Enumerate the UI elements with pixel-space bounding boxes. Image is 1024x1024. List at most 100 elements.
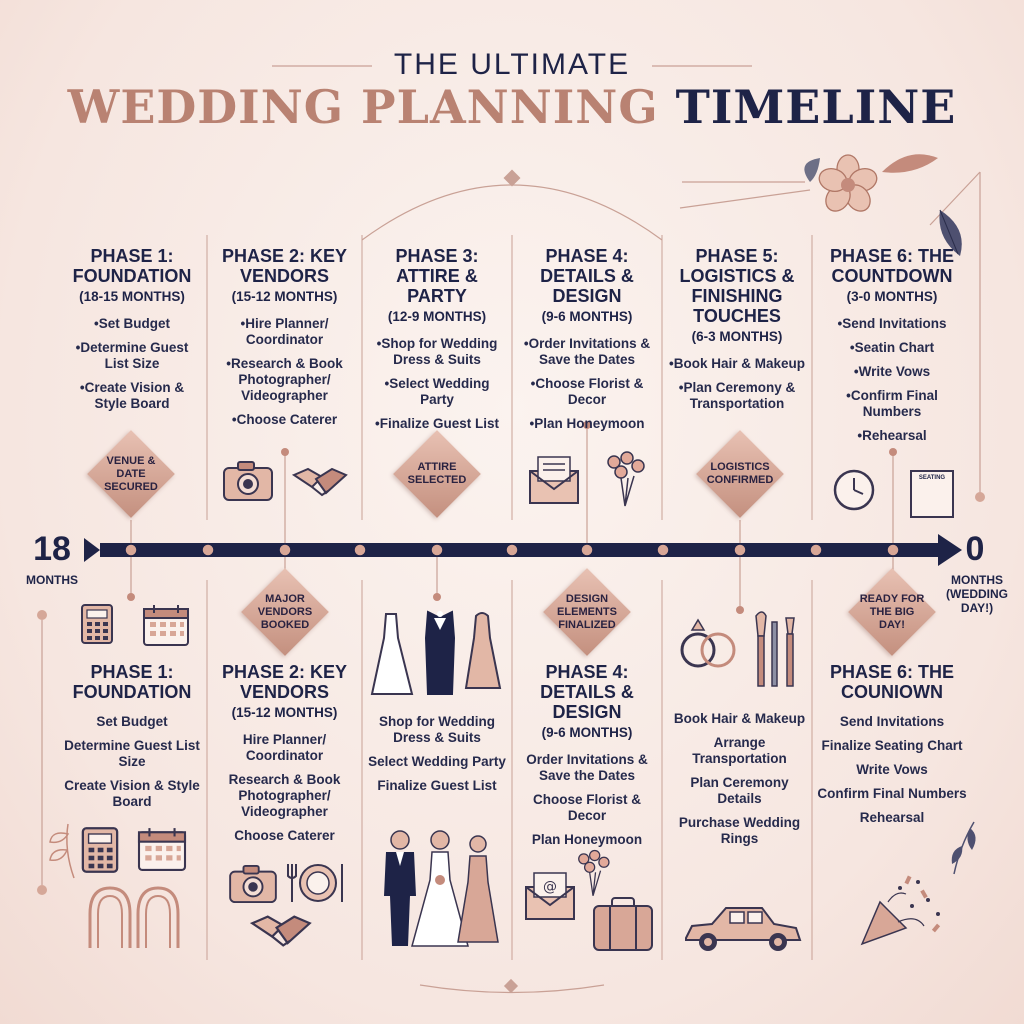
task-list: Send Invitations Finalize Seating Chart … xyxy=(817,714,967,826)
phase-title: PHASE 3: ATTIRE & PARTY xyxy=(395,246,479,306)
handshake-icon xyxy=(250,915,312,947)
list-item: Arrange Transportation xyxy=(692,735,787,766)
title-main-part2: TIMELINE xyxy=(675,80,957,134)
list-item: Send Invitations xyxy=(839,714,945,729)
list-item: Select Wedding Party xyxy=(368,754,506,769)
makeup-brushes-icon xyxy=(755,611,795,687)
milestone-badge: READY FOR THE BIG DAY! xyxy=(846,566,938,658)
bottom-phase-6: PHASE 6: THE COUNIOWN Send Invitations F… xyxy=(817,662,967,834)
top-phase-6: PHASE 6: THE COUNTDOWN (3-0 MONTHS) Send… xyxy=(817,246,967,452)
list-item: Confirm Final Numbers xyxy=(817,786,967,801)
top-phase-2: PHASE 2: KEY VENDORS (15-12 MONTHS) Hire… xyxy=(212,246,357,436)
list-item: Choose Florist & Decor xyxy=(532,792,641,823)
phase-months: (3-0 MONTHS) xyxy=(846,289,938,304)
phase-title: PHASE 4: DETAILS & DESIGN xyxy=(540,662,634,722)
task-list: Book Hair & Makeup Arrange Transportatio… xyxy=(667,711,812,847)
task-list: Order Invitations & Save the Dates Choos… xyxy=(517,336,657,432)
venue-arches-icon xyxy=(88,886,180,948)
wedding-attire-icon xyxy=(370,610,502,695)
list-item: Plan Honeymoon xyxy=(531,832,643,847)
list-item: Research & Book Photographer/ Videograph… xyxy=(228,772,341,819)
seating-chart-icon: SEATING xyxy=(910,470,954,518)
camera-icon xyxy=(229,864,277,904)
top-phase-4: PHASE 4: DETAILS & DESIGN (9-6 MONTHS) O… xyxy=(517,246,657,440)
task-list: Order Invitations & Save the Dates Choos… xyxy=(517,752,657,848)
suitcase-icon xyxy=(593,897,653,951)
list-item: Plan Ceremony Details xyxy=(690,775,789,806)
seating-chart-label: SEATING xyxy=(918,475,946,481)
vintage-car-icon xyxy=(685,907,802,951)
leaf-branch-icon xyxy=(49,823,75,879)
phase-months: (9-6 MONTHS) xyxy=(541,309,633,324)
list-item: Write Vows xyxy=(856,762,928,777)
bottom-phase-4: PHASE 4: DETAILS & DESIGN (9-6 MONTHS) O… xyxy=(517,662,657,856)
task-list: Shop for Wedding Dress & Suits Select We… xyxy=(367,714,507,794)
phase-title: PHASE 6: THE COUNIOWN xyxy=(829,662,955,702)
top-phase-3: PHASE 3: ATTIRE & PARTY (12-9 MONTHS) Sh… xyxy=(367,246,507,440)
phase-months: (6-3 MONTHS) xyxy=(691,329,783,344)
phase-months: (15-12 MONTHS) xyxy=(231,289,338,304)
list-item: Research & Book Photographer/ Videograph… xyxy=(212,356,357,404)
milestone-badge: VENUE & DATE SECURED xyxy=(85,428,177,520)
page-title: WEDDING PLANNING TIMELINE xyxy=(0,80,1024,134)
list-item: Set Budget xyxy=(62,316,202,332)
timeline-axis xyxy=(84,534,962,566)
flower-icon xyxy=(804,154,962,256)
list-item: Finalize Seating Chart xyxy=(821,738,963,753)
title-main-part1: WEDDING PLANNING xyxy=(67,80,659,134)
rings-icon xyxy=(680,618,736,668)
task-list: Hire Planner/ Coordinator Research & Boo… xyxy=(212,316,357,428)
task-list: Send Invitations Seatin Chart Write Vows… xyxy=(817,316,967,444)
bouquet-icon xyxy=(607,451,645,507)
list-item: Select Wedding Party xyxy=(367,376,507,408)
list-item: Shop for Wedding Dress & Suits xyxy=(367,336,507,368)
top-phase-1: PHASE 1: FOUNDATION (18-15 MONTHS) Set B… xyxy=(62,246,202,420)
list-item: Seatin Chart xyxy=(817,340,967,356)
list-item: Create Vision & Style Board xyxy=(62,380,202,412)
phase-months: (15-12 MONTHS) xyxy=(231,705,338,720)
phase-months: (18-15 MONTHS) xyxy=(79,289,185,304)
bottom-phase-3: Shop for Wedding Dress & Suits Select We… xyxy=(367,714,507,802)
phase-title: PHASE 4: DETAILS & DESIGN xyxy=(540,246,634,306)
title-eyebrow: THE ULTIMATE xyxy=(393,48,631,81)
list-item: Choose Florist & Decor xyxy=(517,376,657,408)
list-item: Determine Guest List Size xyxy=(62,340,202,372)
bottom-phase-5: Book Hair & Makeup Arrange Transportatio… xyxy=(667,711,812,855)
milestone-badge: LOGISTICS CONFIRMED xyxy=(694,428,786,520)
list-item: Book Hair & Makeup xyxy=(667,356,807,372)
timeline-end-unit: MONTHS (WEDDING DAY!) xyxy=(946,573,1008,615)
bottom-phase-1: PHASE 1: FOUNDATION Set Budget Determine… xyxy=(62,662,202,818)
list-item: Choose Caterer xyxy=(234,828,335,843)
dinner-plate-icon xyxy=(287,864,343,902)
clock-icon xyxy=(833,469,875,511)
top-phase-5: PHASE 5: LOGISTICS & FINISHING TOUCHES (… xyxy=(667,246,807,420)
task-list: Shop for Wedding Dress & Suits Select We… xyxy=(367,336,507,432)
list-item: Order Invitations & Save the Dates xyxy=(526,752,648,783)
timeline-start-unit: MONTHS xyxy=(26,573,78,587)
calendar-icon xyxy=(143,605,189,646)
calendar-icon xyxy=(137,828,187,871)
list-item: Book Hair & Makeup xyxy=(673,711,806,726)
phase-months: (9-6 MONTHS) xyxy=(541,725,633,740)
timeline-start-value: 18 xyxy=(33,530,71,568)
handshake-icon xyxy=(292,467,348,497)
bottom-phase-2: PHASE 2: KEY VENDORS (15-12 MONTHS) Hire… xyxy=(212,662,357,852)
list-item: Determine Guest List Size xyxy=(64,738,200,769)
phase-title: PHASE 1: FOUNDATION xyxy=(72,662,192,702)
list-item: Shop for Wedding Dress & Suits xyxy=(379,714,495,745)
list-item: Choose Caterer xyxy=(212,412,357,428)
list-item: Rehearsal xyxy=(859,810,925,825)
list-item: Rehearsal xyxy=(817,428,967,444)
task-list: Book Hair & Makeup Plan Ceremony & Trans… xyxy=(667,356,807,412)
list-item: Create Vision & Style Board xyxy=(64,778,200,809)
list-item: Plan Ceremony & Transportation xyxy=(667,380,807,412)
envelope-icon xyxy=(529,456,579,504)
calculator-icon xyxy=(81,827,119,873)
milestone-badge: ATTIRE SELECTED xyxy=(391,428,483,520)
list-item: Finalize Guest List xyxy=(377,778,497,793)
calculator-icon xyxy=(81,604,113,644)
svg-text:@: @ xyxy=(543,879,557,895)
leaf-branch-icon xyxy=(951,821,976,875)
list-item: Confirm Final Numbers xyxy=(817,388,967,420)
phase-title: PHASE 1: FOUNDATION xyxy=(72,246,192,286)
